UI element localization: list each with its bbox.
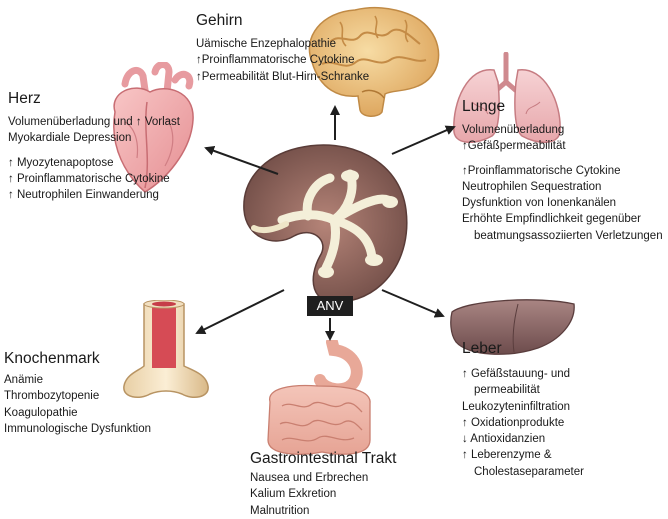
lung-line: ↑Proinflammatorische Cytokine [462, 164, 621, 177]
arrow-to-liver [381, 289, 445, 318]
arrow-to-heart [204, 146, 279, 175]
arrow-to-bone-marrow [195, 289, 285, 334]
center-label-anv: ANV [307, 296, 353, 316]
lung-line: beatmungsassoziierten Verletzungen [474, 229, 663, 242]
bone-marrow-line: Thrombozytopenie [4, 390, 100, 403]
liver-line: Leukozyteninfiltration [462, 400, 571, 413]
heart-illustration [113, 62, 194, 193]
bone-illustration [123, 300, 209, 399]
liver-title: Leber [462, 340, 502, 357]
brain-illustration [308, 7, 440, 117]
liver-text-block: Leber ↑ Gefäßstauung- und permeabilität … [462, 340, 584, 480]
bone-marrow-text-block: Knochenmark Anämie Thrombozytopenie Koag… [4, 350, 151, 437]
liver-illustration [450, 299, 575, 355]
lung-text-block: Lunge Volumenüberladung ↑Gefäßpermeabili… [462, 98, 663, 244]
lung-line: Erhöhte Empfindlichkeit gegenüber [462, 213, 642, 226]
gi-line: Kalium Exkretion [250, 488, 337, 501]
brain-title: Gehirn [196, 12, 243, 29]
heart-line: ↑ Neutrophilen Einwanderung [8, 189, 159, 202]
bone-marrow-line: Koagulopathie [4, 406, 78, 419]
brain-line: ↑Permeabilität Blut-Hirn-Schranke [196, 70, 370, 83]
lung-line: Dysfunktion von Ionenkanälen [462, 197, 617, 210]
brain-text-block: Gehirn Uämische Enzephalopathie ↑Proinfl… [196, 12, 369, 85]
heart-line: Myokardiale Depression [8, 132, 132, 145]
gi-line: Nausea und Erbrechen [250, 472, 369, 484]
brain-line: Uämische Enzephalopathie [196, 38, 337, 50]
bone-marrow-line: Anämie [4, 374, 43, 386]
liver-line: permeabilität [474, 384, 540, 397]
lung-illustration [453, 52, 561, 143]
brain-line: ↑Proinflammatorische Cytokine [196, 54, 355, 67]
liver-line: ↓ Antioxidanzien [462, 433, 546, 446]
heart-line: ↑ Proinflammatorische Cytokine [8, 172, 170, 185]
liver-line: Cholestaseparameter [474, 465, 584, 478]
liver-line: ↑ Oxidationprodukte [462, 416, 565, 429]
kidney-illustration [243, 144, 408, 304]
lung-line: ↑Gefäßpermeabilität [462, 140, 566, 153]
liver-line: ↑ Gefäßstauung- und [462, 368, 571, 380]
liver-line: ↑ Leberenzyme & [462, 449, 552, 462]
arrow-to-lung [391, 125, 456, 155]
gi-title: Gastrointestinal Trakt [250, 450, 397, 467]
gi-line: Malnutrition [250, 504, 310, 517]
bone-marrow-line: Immunologische Dysfunktion [4, 422, 152, 435]
gi-tract-illustration [267, 340, 371, 455]
heart-line: ↑ Myozytenapoptose [8, 156, 114, 169]
lung-title: Lunge [462, 98, 506, 115]
bone-marrow-title: Knochenmark [4, 350, 100, 367]
gi-text-block: Gastrointestinal Trakt Nausea und Erbrec… [250, 450, 396, 519]
lung-line: Volumenüberladung [462, 124, 565, 136]
lung-line: Neutrophilen Sequestration [462, 180, 602, 193]
heart-line: Volumenüberladung und ↑ Vorlast [8, 116, 180, 128]
heart-text-block: Herz Volumenüberladung und ↑ Vorlast Myo… [8, 90, 180, 203]
heart-title: Herz [8, 90, 41, 107]
